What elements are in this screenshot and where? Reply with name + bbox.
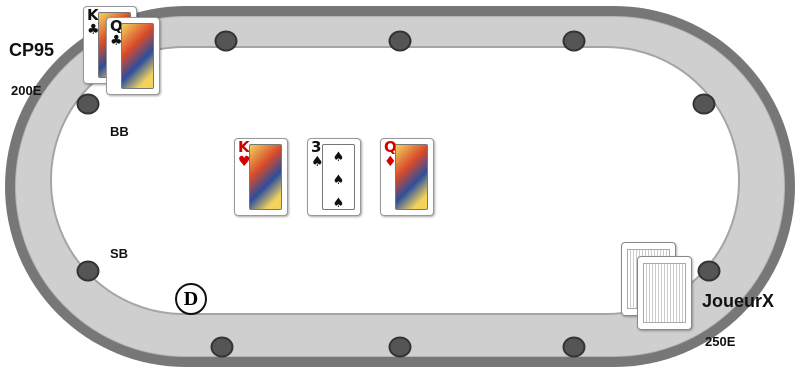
queen-artwork <box>395 144 428 210</box>
seat-1[interactable] <box>215 31 238 52</box>
seat-6[interactable] <box>563 337 586 358</box>
small-blind-label: SB <box>110 246 128 261</box>
seat-4[interactable] <box>693 94 716 115</box>
queen-artwork <box>121 23 154 89</box>
opponent-chips: 200E <box>11 83 41 98</box>
hero-card-back-2 <box>637 256 692 330</box>
hero-chips: 250E <box>705 334 735 349</box>
opponent-hole-card-2: Q ♣ <box>106 17 160 95</box>
board-card-1: K ♥ <box>234 138 288 216</box>
spade-icon: ♠ <box>323 197 354 210</box>
opponent-name: CP95 <box>9 40 54 61</box>
card-back-pattern <box>643 263 686 323</box>
card-rank: K <box>238 140 250 155</box>
pip-area: ♠ ♠ ♠ <box>322 144 355 210</box>
hero-name: JoueurX <box>702 291 774 312</box>
seat-2[interactable] <box>389 31 412 52</box>
dealer-button: D <box>175 283 207 315</box>
seat-8[interactable] <box>211 337 234 358</box>
seat-3[interactable] <box>563 31 586 52</box>
spade-icon: ♠ <box>323 151 354 164</box>
big-blind-label: BB <box>110 124 129 139</box>
board-card-2: 3 ♠ ♠ ♠ ♠ <box>307 138 361 216</box>
seat-9[interactable] <box>77 261 100 282</box>
spade-icon: ♠ <box>323 174 354 187</box>
seat-7[interactable] <box>389 337 412 358</box>
seat-5[interactable] <box>698 261 721 282</box>
board-card-3: Q ♦ <box>380 138 434 216</box>
card-rank: K <box>87 8 99 23</box>
seat-10[interactable] <box>77 94 100 115</box>
king-artwork <box>249 144 282 210</box>
card-rank: 3 <box>311 140 321 155</box>
